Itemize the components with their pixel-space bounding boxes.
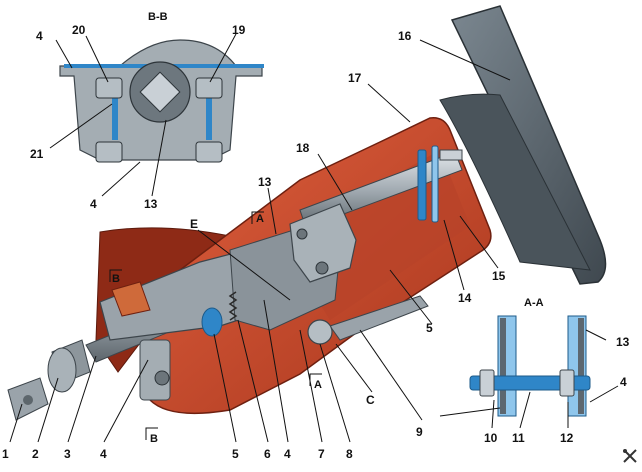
lever-pivot — [307, 319, 333, 345]
callout-9: 9 — [416, 425, 423, 439]
callout-17: 17 — [348, 71, 362, 85]
upper-clamp — [289, 203, 357, 283]
leader-lines — [9, 33, 619, 443]
callout-13-top: 13 — [258, 175, 272, 189]
arrow-label-b2: B — [112, 273, 120, 285]
section-arrows — [109, 211, 322, 440]
callout-e: E — [190, 217, 198, 231]
callout-15: 15 — [492, 269, 506, 283]
callout-4: 4 — [100, 447, 107, 461]
tools-icon — [623, 449, 637, 463]
callout-14: 14 — [458, 291, 472, 305]
callout-18: 18 — [296, 141, 310, 155]
arrow-label-b1: B — [150, 433, 158, 445]
callout-5: 5 — [232, 447, 239, 461]
steering-wheel — [439, 5, 607, 285]
left-bracket — [111, 281, 151, 317]
callout-2: 2 — [32, 447, 39, 461]
inset-aa — [469, 315, 591, 417]
section-label-bb: B-B — [148, 11, 168, 23]
callout-13-aa: 13 — [616, 335, 630, 349]
callout-20: 20 — [72, 23, 86, 37]
spring-assembly — [201, 291, 238, 337]
callout-12: 12 — [560, 431, 574, 445]
callout-5-right: 5 — [426, 321, 433, 335]
callout-4-aa: 4 — [620, 375, 627, 389]
callout-13-bb: 13 — [144, 197, 158, 211]
section-label-aa: A-A — [524, 297, 544, 309]
arrow-label-a1: A — [256, 213, 264, 225]
upper-bearing — [417, 145, 463, 223]
inset-bb — [59, 39, 264, 163]
callout-1: 1 — [2, 447, 9, 461]
callout-11: 11 — [512, 431, 525, 445]
callout-7: 7 — [318, 447, 325, 461]
callout-3: 3 — [64, 447, 71, 461]
universal-joint — [7, 339, 91, 421]
callout-16: 16 — [398, 29, 412, 43]
arrow-label-a2: A — [314, 379, 322, 391]
callout-4-mid: 4 — [284, 447, 291, 461]
callout-c: C — [366, 393, 375, 407]
tilt-lever — [329, 295, 429, 341]
callout-4-bb-top: 4 — [36, 29, 43, 43]
callout-4-bb-bottom: 4 — [90, 197, 97, 211]
callout-labels: 1 2 3 4 5 6 4 7 8 9 10 11 12 13 4 5 14 1… — [2, 11, 630, 461]
callout-10: 10 — [484, 431, 498, 445]
callout-19: 19 — [232, 23, 246, 37]
callout-8: 8 — [346, 447, 353, 461]
callout-21: 21 — [30, 147, 44, 161]
callout-6: 6 — [264, 447, 271, 461]
